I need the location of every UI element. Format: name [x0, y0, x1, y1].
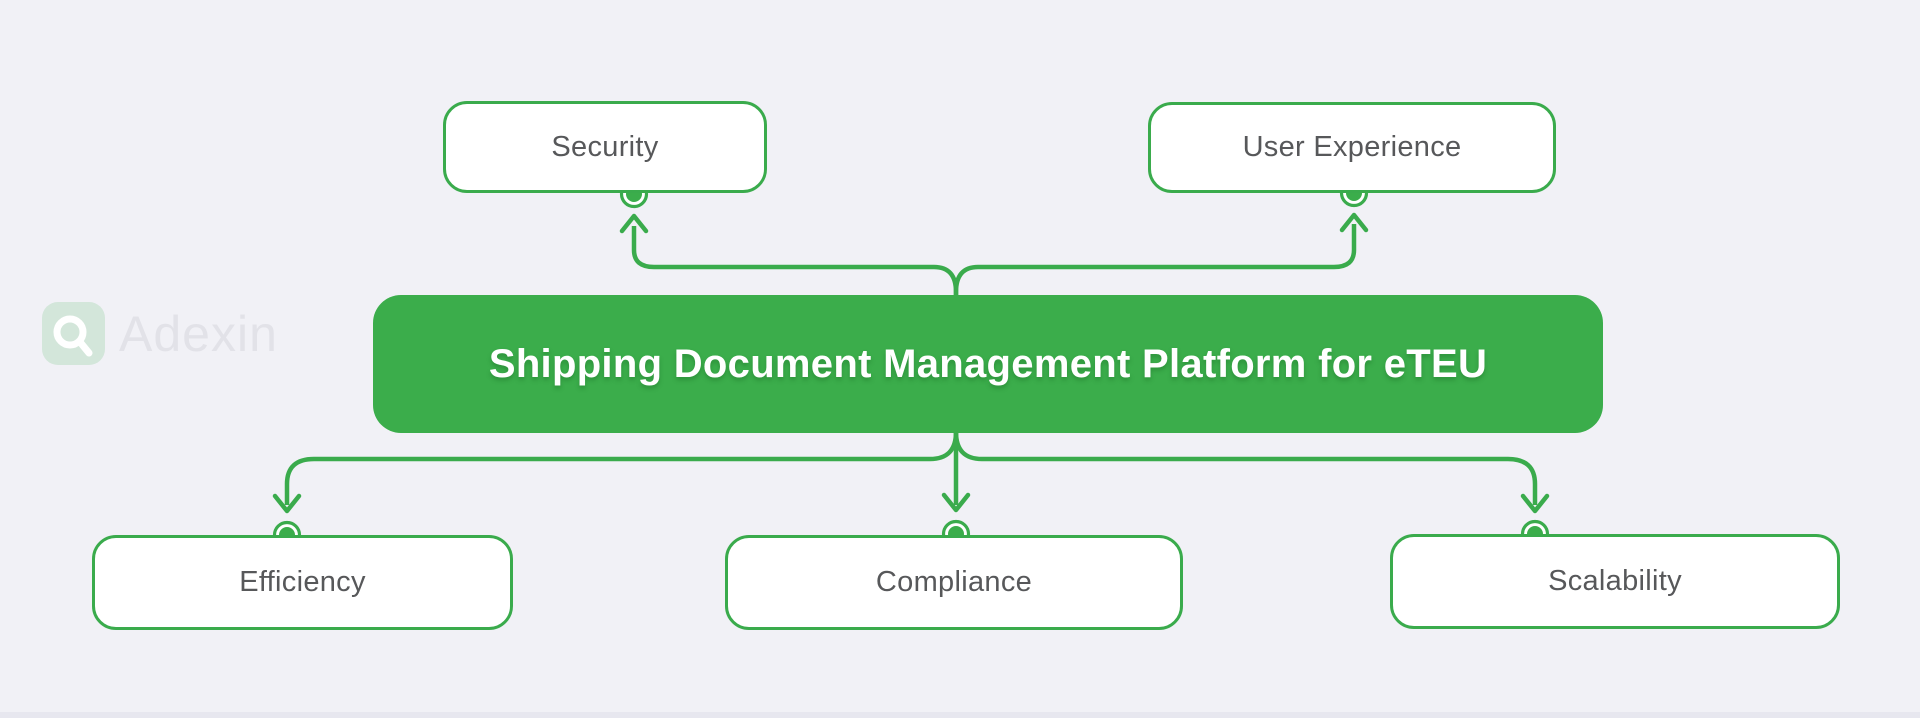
connector-center-to-scalability [953, 431, 1538, 505]
connector-center-to-security [631, 226, 959, 296]
adexin-watermark: Adexin [42, 302, 278, 365]
node-efficiency-label: Efficiency [239, 566, 366, 598]
arrow-up-user-experience-icon [1339, 212, 1369, 233]
node-security: Security [443, 101, 767, 193]
node-compliance: Compliance [725, 535, 1183, 630]
node-compliance-label: Compliance [875, 566, 1033, 598]
arrow-up-security-icon [619, 213, 649, 234]
adexin-logo-glyph [53, 315, 93, 357]
arrow-down-scalability-icon [1520, 493, 1550, 514]
bottom-edge-strip [0, 712, 1920, 718]
node-scalability-label: Scalability [1548, 565, 1682, 597]
connector-center-to-user-experience [953, 224, 1357, 296]
node-center-platform: Shipping Document Management Platform fo… [373, 295, 1603, 433]
node-user-experience: User Experience [1148, 102, 1556, 193]
adexin-logo-icon [42, 302, 105, 365]
node-scalability: Scalability [1390, 534, 1840, 629]
adexin-brand-text: Adexin [119, 305, 278, 362]
node-security-label: Security [551, 130, 659, 163]
node-user-experience-label: User Experience [1242, 131, 1462, 163]
center-platform-title: Shipping Document Management Platform fo… [488, 341, 1488, 386]
node-efficiency: Efficiency [92, 535, 513, 630]
arrow-down-compliance-icon [941, 492, 971, 513]
arrow-down-efficiency-icon [272, 493, 302, 514]
connector-center-to-efficiency [284, 431, 959, 505]
